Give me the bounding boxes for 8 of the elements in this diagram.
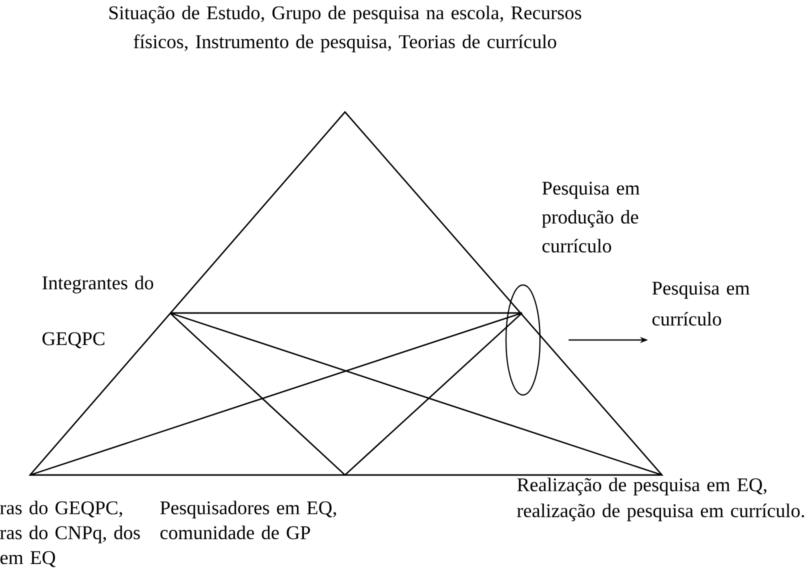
label-text: Pesquisadores em EQ, comunidade de GP bbox=[160, 500, 336, 540]
label-text: Pesquisa em produção de currículo bbox=[542, 182, 640, 253]
label-text: Realização de pesquisa em EQ, realização de pesquisa em currículo. bbox=[517, 478, 804, 522]
label-text: Integrantes do GEQPC bbox=[42, 276, 154, 348]
label-text: Situação de Estudo, Grupo de pesquisa na escola, Recursos físicos, Instrumento de pesquisa, Teorias de currículo bbox=[109, 6, 582, 52]
ellipse bbox=[505, 284, 541, 396]
label-text: ras do GEQPC, ras do CNPq, dos em EQ bbox=[0, 500, 140, 568]
label-text: Pesquisa em currículo bbox=[652, 282, 750, 326]
